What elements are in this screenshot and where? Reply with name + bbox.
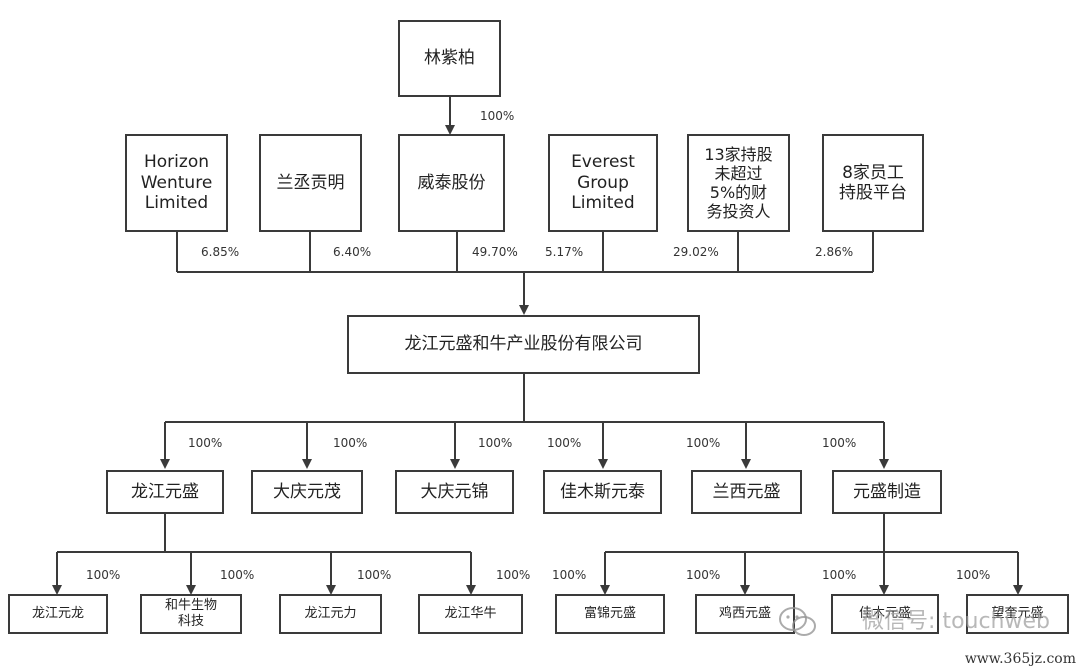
shareholder-pct-label: 6.85% [201,245,240,259]
subsidiary-box-lanxiyuansheng: 兰西元盛 [691,470,802,514]
shareholder-pct-label: 6.40% [333,245,372,259]
leaf-pct-label: 100% [357,568,392,582]
shareholder-box-financial-investors: 13家持股 未超过 5%的财 务投资人 [687,134,790,232]
wechat-icon [779,607,816,636]
leaf-pct-label: 100% [686,568,721,582]
shareholder-box-lanchenggongming: 兰丞贡明 [259,134,362,232]
shareholder-pct-label: 2.86% [815,245,854,259]
leaf-pct-label: 100% [956,568,991,582]
shareholder-box-weitai: 威泰股份 [398,134,505,232]
leaf-pct-label: 100% [86,568,121,582]
watermark-text: 微信号: touchweb [862,609,1050,634]
company-box-main: 龙江元盛和牛产业股份有限公司 [347,315,700,374]
site-watermark: www.365jz.com [964,651,1076,667]
shareholder-pct-label: 29.02% [673,245,719,259]
shareholder-pct-label: 5.17% [545,245,584,259]
leaf-box-heniushengwu: 和牛生物 科技 [140,594,242,634]
subsidiary-box-jiamusiyuantai: 佳木斯元泰 [543,470,662,514]
leaf-pct-label: 100% [220,568,255,582]
leaf-box-wangkuiyuansheng: 望奎元盛 [966,594,1069,634]
leaf-box-longjiangyuanli: 龙江元力 [279,594,382,634]
subsidiary-pct-label: 100% [547,436,582,450]
person-pct-label: 100% [480,109,515,123]
leaf-box-jiamuyuansheng: 佳木元盛 [831,594,939,634]
subsidiary-pct-label: 100% [333,436,368,450]
leaf-box-longjiangyuanlong: 龙江元龙 [8,594,108,634]
leaf-pct-label: 100% [496,568,531,582]
subsidiary-box-daqingyuanmao: 大庆元茂 [251,470,363,514]
subsidiary-pct-label: 100% [686,436,721,450]
subsidiary-box-longjiangyuansheng: 龙江元盛 [106,470,224,514]
shareholder-box-everest: Everest Group Limited [548,134,658,232]
leaf-box-longjianghuaniu: 龙江华牛 [418,594,523,634]
subsidiary-box-daqingyuanjin: 大庆元锦 [395,470,514,514]
shareholder-box-horizon: Horizon Wenture Limited [125,134,228,232]
subsidiary-box-yuanshengzhizao: 元盛制造 [832,470,942,514]
subsidiary-pct-label: 100% [188,436,223,450]
person-name: 林紫柏 [424,48,475,69]
leaf-pct-label: 100% [822,568,857,582]
company-name: 龙江元盛和牛产业股份有限公司 [404,334,643,355]
shareholder-box-employee-platforms: 8家员工 持股平台 [822,134,924,232]
person-box-linzibai: 林紫柏 [398,20,501,97]
shareholder-pct-label: 49.70% [472,245,518,259]
leaf-box-fujinyuansheng: 富锦元盛 [555,594,665,634]
subsidiary-pct-label: 100% [822,436,857,450]
subsidiary-pct-label: 100% [478,436,513,450]
leaf-pct-label: 100% [552,568,587,582]
leaf-box-jixiyuansheng: 鸡西元盛 [695,594,795,634]
